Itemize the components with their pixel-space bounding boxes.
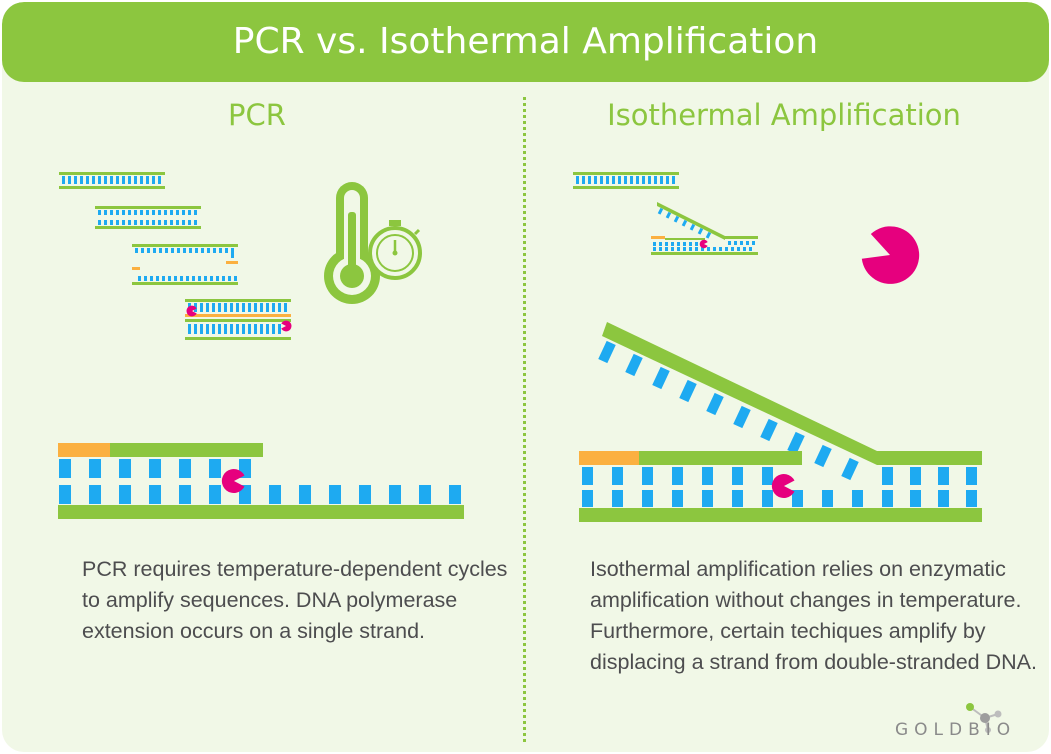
- pcr-cycle-strands: [59, 172, 292, 340]
- dna-strand-1: [59, 172, 165, 189]
- polymerase-icon: [856, 219, 928, 293]
- polymerase-icon: [771, 474, 795, 498]
- header-banner: PCR vs. Isothermal Amplification: [2, 2, 1049, 82]
- goldbio-logo-text: GOLDBIO: [895, 720, 1017, 740]
- dna-bases: [62, 176, 161, 184]
- dna-strand-4: [185, 299, 292, 340]
- pcr-title: PCR: [228, 98, 286, 132]
- iso-large-strand: [579, 322, 982, 522]
- isothermal-description: Isothermal amplification relies on enzym…: [590, 557, 1037, 674]
- dna-strand-2: [95, 206, 201, 229]
- goldbio-logo-icon: [966, 703, 1002, 733]
- polymerase-icon: [221, 469, 245, 493]
- dna-strand-3: [132, 244, 238, 285]
- thermometer-icon: [324, 182, 380, 304]
- isothermal-title: Isothermal Amplification: [607, 98, 961, 132]
- pcr-description: PCR requires temperature-dependent cycle…: [82, 557, 508, 643]
- column-divider: [523, 97, 526, 742]
- iso-small-strands: [573, 172, 758, 255]
- page-title: PCR vs. Isothermal Amplification: [232, 21, 819, 62]
- stopwatch-icon: [368, 220, 422, 280]
- pcr-large-strand: [58, 443, 464, 519]
